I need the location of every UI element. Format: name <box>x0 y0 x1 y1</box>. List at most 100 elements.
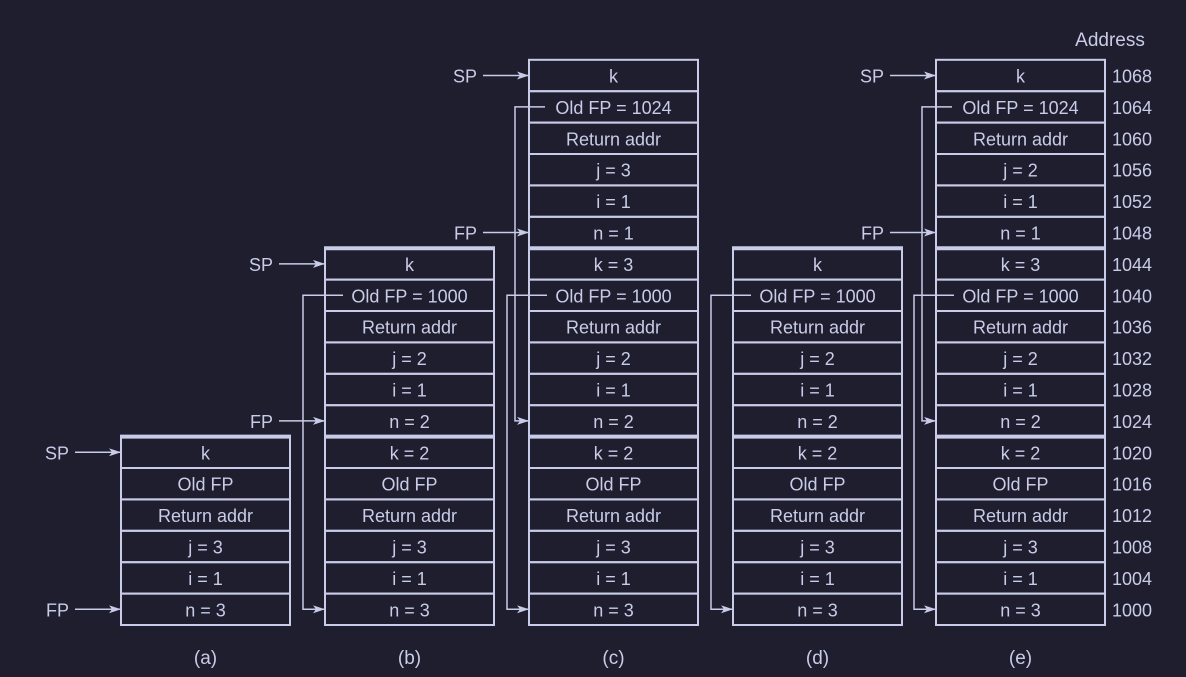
sp-pointer: SP <box>860 67 936 87</box>
stack-cell: Return addr <box>732 498 903 532</box>
stack-cell: n = 2 <box>732 404 903 438</box>
stack-cell: k = 2 <box>935 435 1106 470</box>
link-arrow-icon <box>302 294 343 614</box>
cell-label: k = 2 <box>1001 443 1041 463</box>
cell-label: k <box>405 255 415 275</box>
cell-label: j = 2 <box>391 349 427 369</box>
stack-cell: Return addr <box>324 498 495 532</box>
stack-cell: j = 2 <box>732 341 903 375</box>
stack-cell: n = 3 <box>120 592 291 626</box>
stack-cell: k = 2 <box>528 435 699 470</box>
cell-label: j = 3 <box>187 538 223 558</box>
stack-cell: i = 1 <box>528 184 699 218</box>
stack-cell: i = 1 <box>732 561 903 595</box>
stack-cell: Old FP = 1000 <box>935 278 1106 313</box>
stack-cell: k <box>324 247 495 281</box>
stack-cell: Old FP <box>528 467 699 501</box>
cell-label: Return addr <box>566 129 661 149</box>
stack-cell: Old FP = 1000 <box>528 278 699 313</box>
cell-label: i = 1 <box>596 381 631 401</box>
address-label: 1060 <box>1112 129 1152 149</box>
stack-cell: i = 1 <box>935 561 1106 595</box>
old-fp-link <box>506 294 547 614</box>
stack-cell: Return addr <box>528 310 699 344</box>
cell-label: j = 2 <box>1002 161 1038 181</box>
stack-cell: n = 1 <box>935 215 1106 250</box>
address-label: 1028 <box>1112 381 1152 401</box>
stack-cell: Return addr <box>528 121 699 155</box>
stack-cell: k <box>935 58 1106 93</box>
cell-label: Return addr <box>770 318 865 338</box>
cell-label: Old FP = 1000 <box>351 286 467 306</box>
cell-label: n = 2 <box>389 412 430 432</box>
stack-cell: j = 3 <box>935 529 1106 564</box>
cell-label: Old FP <box>789 475 845 495</box>
stack-cell: i = 1 <box>120 561 291 595</box>
stack-cell: Old FP = 1000 <box>324 278 495 313</box>
address-label: 1016 <box>1112 475 1152 495</box>
stack-cell: j = 3 <box>732 529 903 564</box>
address-label: 1068 <box>1112 67 1152 87</box>
cell-label: n = 3 <box>593 600 634 620</box>
cell-label: Return addr <box>973 318 1068 338</box>
cell-label: j = 3 <box>595 538 631 558</box>
stack-cell: n = 2 <box>935 404 1106 438</box>
link-arrow-icon <box>514 106 545 425</box>
cell-label: k <box>1016 67 1026 87</box>
sp-label: SP <box>453 67 477 87</box>
cell-label: n = 1 <box>593 224 634 244</box>
cell-label: k = 2 <box>594 443 634 463</box>
stack-cell: k <box>120 435 291 470</box>
stack-cell: n = 2 <box>324 404 495 438</box>
cell-label: Old FP <box>992 475 1048 495</box>
cell-label: Old FP = 1000 <box>555 286 671 306</box>
cell-label: i = 1 <box>800 381 835 401</box>
cell-label: i = 1 <box>596 569 631 589</box>
stack-cell: j = 3 <box>324 529 495 564</box>
cell-label: j = 3 <box>799 538 835 558</box>
stack-cell: Old FP = 1024 <box>528 90 699 124</box>
column-caption: (b) <box>398 648 421 669</box>
cell-label: k = 3 <box>1001 255 1041 275</box>
cell-label: Return addr <box>158 506 253 526</box>
address-label: 1008 <box>1112 538 1152 558</box>
cell-label: n = 3 <box>185 600 226 620</box>
cell-label: j = 3 <box>595 161 631 181</box>
sp-pointer: SP <box>453 67 529 87</box>
cell-label: k = 2 <box>390 443 430 463</box>
cell-label: Old FP <box>585 475 641 495</box>
cell-label: j = 3 <box>1002 538 1038 558</box>
stack-cell: Old FP <box>732 467 903 501</box>
cell-label: n = 2 <box>797 412 838 432</box>
stack-cell: i = 1 <box>528 561 699 595</box>
stack-cell: k <box>732 247 903 281</box>
column-caption: (c) <box>602 648 624 669</box>
stack-cell: i = 1 <box>935 372 1106 407</box>
sp-pointer: SP <box>45 443 121 463</box>
stack-cell: n = 3 <box>732 592 903 626</box>
cell-label: Return addr <box>973 129 1068 149</box>
old-fp-link <box>514 106 545 425</box>
fp-label: FP <box>46 600 69 620</box>
cell-label: i = 1 <box>1003 192 1038 212</box>
cell-border <box>528 58 699 93</box>
stack-cell: n = 2 <box>528 404 699 438</box>
address-label: 1036 <box>1112 318 1152 338</box>
cell-label: Return addr <box>566 506 661 526</box>
fp-pointer: FP <box>454 224 529 244</box>
stack-cell: Old FP <box>120 467 291 501</box>
stack-cell: k = 2 <box>324 435 495 470</box>
stack-cell: i = 1 <box>528 372 699 407</box>
cell-label: Old FP <box>177 475 233 495</box>
cell-label: k <box>813 255 823 275</box>
old-fp-link <box>913 294 954 614</box>
stack-cell: i = 1 <box>324 561 495 595</box>
cell-border <box>935 58 1106 93</box>
cell-label: i = 1 <box>392 569 427 589</box>
cell-label: i = 1 <box>800 569 835 589</box>
address-label: 1032 <box>1112 349 1152 369</box>
